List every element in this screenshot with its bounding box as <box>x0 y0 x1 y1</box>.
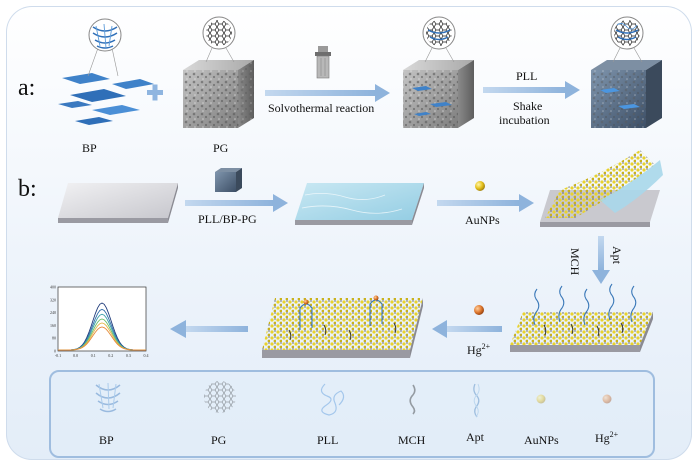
plot-y-tick: 400 <box>50 285 56 290</box>
legend-label-hg-text: Hg <box>595 431 610 445</box>
pg-cube <box>183 60 254 128</box>
arrow-pll-bp-pg <box>185 194 288 212</box>
arrow-to-plot <box>170 320 248 338</box>
label-mch: MCH <box>568 248 582 276</box>
voltammogram-plot: 400 320 240 160 80 0 -0.1 0.0 0.1 0.2 0.3 0.4 <box>50 285 149 359</box>
plot-y-tick: 320 <box>50 297 56 302</box>
arrow-hg <box>432 320 502 338</box>
hg-bound-electrode <box>262 295 423 358</box>
bp-pg-cube <box>403 60 474 128</box>
label-hg: Hg2+ <box>467 342 490 358</box>
bp-zoom-icon <box>87 18 122 77</box>
plot-x-tick: 0.4 <box>144 353 149 358</box>
plot-y-tick: 0 <box>54 349 56 354</box>
plot-y-tick: 160 <box>50 323 56 328</box>
pg-zoom-icon <box>202 16 236 63</box>
bp-pg-zoom-icon <box>422 16 456 63</box>
bp-sheets <box>58 73 154 125</box>
legend-label-bp: BP <box>99 433 114 447</box>
plot-y-tick: 240 <box>50 310 56 315</box>
legend-label-mch: MCH <box>398 433 426 447</box>
panel-label-a: a: <box>18 75 36 101</box>
dpv-curve <box>58 326 146 351</box>
plot-x-tick: 0.1 <box>91 353 96 358</box>
label-pll-bp-pg: PLL/BP-PG <box>198 212 257 226</box>
pll-bp-pg-cube <box>591 60 662 128</box>
plus-icon <box>147 84 163 101</box>
label-apt: Apt <box>610 246 624 264</box>
label-pg: PG <box>213 141 229 155</box>
plot-y-tick: 80 <box>52 336 56 341</box>
bare-electrode <box>58 183 178 223</box>
plot-x-tick: 0.3 <box>126 353 131 358</box>
label-solvothermal: Solvothermal reaction <box>268 101 375 115</box>
aunps-electrode <box>540 150 663 227</box>
legend-label-hg: Hg2+ <box>595 430 618 446</box>
label-bp: BP <box>82 141 97 155</box>
legend-label-aunps: AuNPs <box>524 433 559 447</box>
plot-x-tick: 0.2 <box>108 353 113 358</box>
legend-label-pll: PLL <box>317 433 339 447</box>
apt-mch-electrode <box>510 283 653 352</box>
label-hg-sup: 2+ <box>481 342 491 351</box>
legend-label-apt: Apt <box>466 430 484 444</box>
hg-icon <box>474 305 484 315</box>
plot-x-tick: 0.0 <box>73 353 78 358</box>
small-pll-bp-pg-cube <box>215 168 242 192</box>
panel-label-b: b: <box>18 176 37 202</box>
label-pll: PLL <box>516 69 538 83</box>
aunp-icon <box>475 181 485 191</box>
arrow-pll <box>483 81 580 99</box>
arrow-solvothermal <box>265 84 390 102</box>
label-aunps: AuNPs <box>465 213 500 227</box>
plot-x-tick: -0.1 <box>55 353 61 358</box>
legend-box <box>49 370 655 458</box>
autoclave-icon <box>315 46 331 79</box>
pll-bp-pg-electrode <box>295 183 424 225</box>
pll-bp-pg-zoom-icon <box>610 16 644 63</box>
arrow-aunps <box>437 194 534 212</box>
label-hg-text: Hg <box>467 343 482 357</box>
legend-label-hg-sup: 2+ <box>609 430 619 439</box>
arrow-mch-apt <box>592 236 610 284</box>
legend-label-pg: PG <box>211 433 227 447</box>
label-incubation: incubation <box>499 113 550 127</box>
label-shake: Shake <box>513 99 543 113</box>
